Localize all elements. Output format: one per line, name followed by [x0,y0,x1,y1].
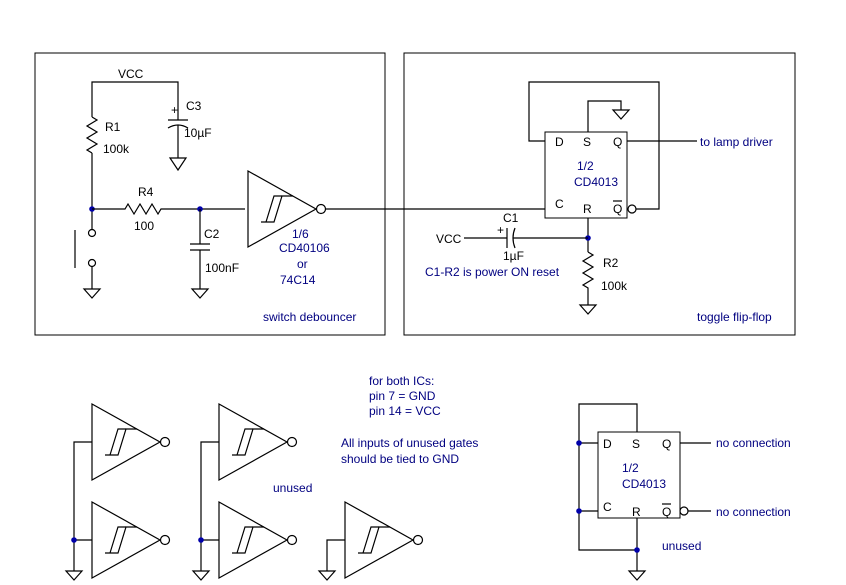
uff-pin-qbar: Q [662,505,671,519]
unused-ff-set-tie [578,403,638,443]
output-lamp-driver: to lamp driver [700,135,773,149]
flipflop-frame [403,52,796,336]
ic-name-inverter: CD40106 [279,241,330,255]
ground-gate5 [317,570,337,581]
unused-gate-3 [218,402,298,482]
tie-gate3-input [200,441,219,571]
capacitor-c1: VCC + C1 1µF [436,211,588,263]
vcc-label-flipflop: VCC [436,232,462,246]
ff-pin-c: C [555,197,564,211]
debouncer-title: switch debouncer [263,310,356,324]
schmitt-inverter-main: 1/6 CD40106 or 74C14 [247,169,330,287]
uff-pin-r: R [632,505,641,519]
ff-pin-q: Q [613,135,622,149]
tie-gate1-input [73,441,92,571]
ground-gate12 [64,570,84,581]
unused-ff-label: unused [662,539,701,553]
ic-or: or [297,257,308,271]
junction-uff-r [634,547,640,553]
uff-q-no-connection: no connection [716,436,791,450]
uff-ic-name: CD4013 [622,477,666,491]
ground-gate34 [191,570,211,581]
c2-value: 100nF [205,261,239,275]
unused-gate-1 [91,402,171,482]
flipflop-cd4013: D S Q C R Q 1/2 CD4013 [544,131,637,219]
resistor-r4: R4 100 [92,185,245,233]
capacitor-c3: + C3 10µF [167,99,212,172]
ff-pin-s: S [583,135,591,149]
r1-value: 100k [103,142,130,156]
r2-label: R2 [603,256,619,270]
set-ground-symbol [611,109,631,120]
uff-pin-q: Q [662,437,671,451]
junction-gate34 [198,537,204,543]
junction-uff-d [576,440,582,446]
unused-note-line1: All inputs of unused gates [341,436,478,450]
reset-note: C1-R2 is power ON reset [425,265,560,279]
feedback-qbar-to-d [528,81,660,210]
unused-gate-4 [218,500,298,580]
c2-label: C2 [204,227,220,241]
r4-label: R4 [138,185,154,199]
flipflop-title: toggle flip-flop [697,310,772,324]
pushbutton-switch [74,228,102,299]
junction-gate12 [71,537,77,543]
ic-alt-inverter: 74C14 [280,273,316,287]
ground-unused-ff [627,570,647,581]
junction-uff-c [576,508,582,514]
ff-pin-qbar: Q [613,202,622,216]
ff-ic-fraction: 1/2 [577,159,594,173]
r4-value: 100 [134,219,154,233]
uff-pin-s: S [632,437,640,451]
c3-value: 10µF [184,126,212,140]
ff-pin-r: R [583,202,592,216]
notes-header: for both ICs: [369,374,434,388]
notes-pin7: pin 7 = GND [369,389,436,403]
c3-label: C3 [186,99,202,113]
capacitor-c2: C2 100nF [190,209,239,299]
notes-pin14: pin 14 = VCC [369,404,441,418]
r2-value: 100k [601,279,628,293]
unused-flipflop: D S Q C R Q 1/2 CD4013 [597,431,689,519]
unused-note-line2: should be tied to GND [341,452,459,466]
tie-gate5-input [326,539,345,571]
uff-pin-d: D [603,437,612,451]
vcc-label-debouncer: VCC [118,67,144,81]
r1-label: R1 [105,120,121,134]
resistor-r2: R2 100k [578,251,628,315]
vcc-rail: VCC [91,67,179,117]
uff-pin-c: C [603,500,612,514]
debouncer-frame [34,52,386,336]
ff-pin-d: D [555,135,564,149]
uff-qbar-no-connection: no connection [716,505,791,519]
ic-pin-notes: for both ICs: pin 7 = GND pin 14 = VCC [369,374,441,418]
c1-label: C1 [503,211,519,225]
ic-fraction-inverter: 1/6 [292,227,309,241]
ff-ic-name: CD4013 [574,175,618,189]
set-to-ground [587,100,622,132]
c1-value: 1µF [503,249,524,263]
c1-plus: + [497,223,504,237]
unused-gate-2 [91,500,171,580]
unused-gate-5 [344,500,424,580]
unused-ff-tie-loop [578,442,638,571]
uff-ic-fraction: 1/2 [622,461,639,475]
unused-gates-label: unused [273,481,312,495]
c3-plus: + [171,103,178,117]
resistor-r1: R1 100k [85,116,130,156]
